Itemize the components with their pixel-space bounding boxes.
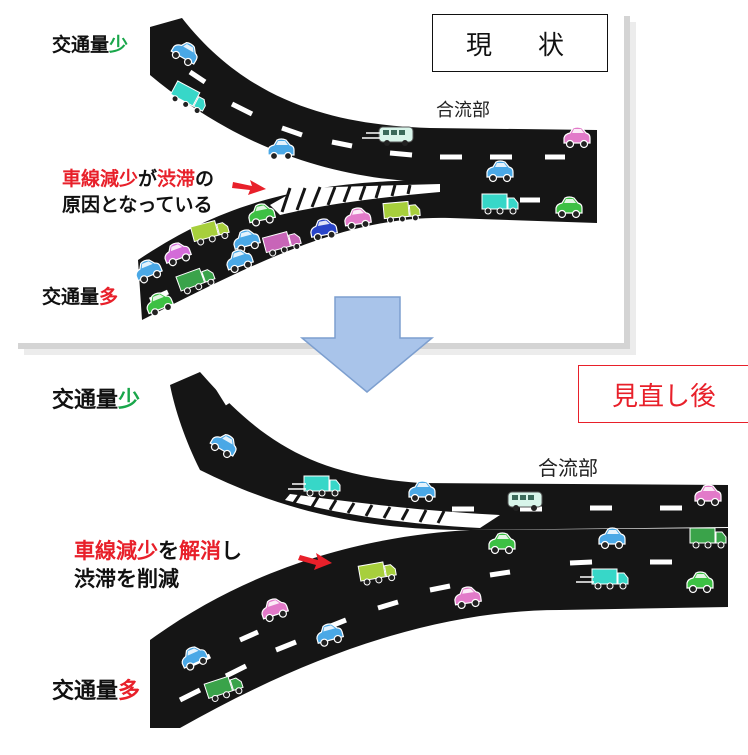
note-congestion: 渋滞 — [157, 168, 196, 190]
note-line2: 渋滞を削減 — [74, 567, 179, 592]
traffic-label-text: 交通量 — [52, 679, 119, 704]
top-upper-road — [150, 18, 597, 182]
traffic-level-high: 多 — [99, 286, 119, 308]
note-resolve: 解消 — [179, 539, 221, 563]
bottom-traffic-low-label: 交通量少 — [52, 390, 140, 412]
note-particle: の — [195, 168, 215, 190]
traffic-level-low: 少 — [109, 34, 129, 56]
traffic-label-text: 交通量 — [42, 286, 100, 308]
traffic-label-text: 交通量 — [52, 388, 119, 413]
note-lane-reduction: 車線減少 — [74, 539, 158, 563]
note-particle: し — [221, 539, 242, 563]
bottom-junction-label: 合流部 — [538, 456, 598, 480]
traffic-level-low: 少 — [118, 388, 141, 413]
status-box-after: 見直し後 — [578, 365, 748, 423]
note-particle: を — [158, 539, 179, 563]
top-cause-note: 車線減少が渋滞の 原因となっている — [62, 167, 214, 218]
top-red-arrow — [232, 180, 266, 195]
bottom-effect-note: 車線減少を解消し 渋滞を削減 — [74, 537, 242, 594]
note-particle: が — [138, 168, 158, 190]
note-lane-reduction: 車線減少 — [62, 168, 139, 190]
traffic-label-text: 交通量 — [52, 34, 110, 56]
traffic-level-high: 多 — [118, 679, 141, 704]
bottom-traffic-high-label: 交通量多 — [52, 681, 140, 703]
status-box-current: 現 状 — [432, 14, 608, 72]
bottom-red-arrow — [298, 553, 332, 570]
note-line2: 原因となっている — [62, 193, 213, 216]
top-junction-label: 合流部 — [436, 100, 490, 121]
top-traffic-high-label: 交通量多 — [42, 288, 118, 307]
transition-arrow — [299, 296, 435, 393]
top-traffic-low-label: 交通量少 — [52, 36, 128, 55]
